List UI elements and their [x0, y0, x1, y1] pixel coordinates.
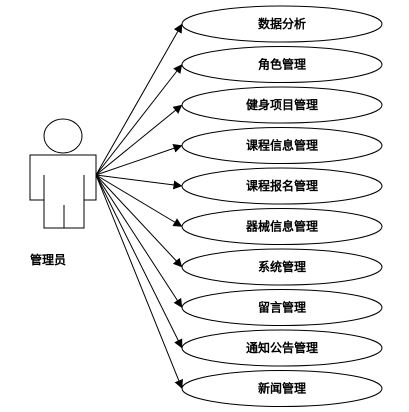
use-case-label: 系统管理 — [258, 259, 306, 274]
use-case: 健身项目管理 — [181, 86, 383, 124]
actor-figure — [29, 118, 97, 229]
association-arrow — [95, 23, 183, 176]
use-case-label: 健身项目管理 — [246, 97, 318, 112]
use-case: 角色管理 — [181, 46, 383, 83]
use-case-ellipse — [181, 370, 383, 407]
association-arrow — [95, 174, 183, 268]
use-case-ellipse — [181, 86, 383, 124]
association-arrow — [95, 174, 183, 190]
use-case-ellipse — [181, 167, 383, 205]
use-case-ellipse — [181, 329, 383, 367]
use-case-ellipse — [181, 289, 383, 326]
use-case: 数据分析 — [181, 5, 383, 43]
association-arrow — [95, 174, 183, 308]
use-case-label: 角色管理 — [258, 57, 306, 72]
use-case: 课程信息管理 — [181, 127, 383, 164]
use-case-ellipse — [181, 5, 383, 43]
association-arrow — [95, 174, 183, 389]
use-case-label: 课程报名管理 — [246, 178, 318, 193]
use-case-ellipse — [181, 127, 383, 164]
actor-body — [29, 154, 97, 229]
use-case: 新闻管理 — [181, 370, 383, 407]
association-arrow — [95, 104, 183, 176]
use-case: 留言管理 — [181, 289, 383, 326]
use-case-label: 通知公告管理 — [246, 340, 318, 355]
use-case-label: 新闻管理 — [258, 381, 306, 396]
actor-head — [43, 118, 83, 154]
use-case-ellipse — [181, 208, 383, 245]
association-arrows — [95, 23, 183, 389]
association-arrow — [95, 174, 183, 227]
use-case: 通知公告管理 — [181, 329, 383, 367]
use-case-label: 留言管理 — [258, 300, 306, 315]
association-arrow — [95, 64, 183, 176]
use-case-label: 器械信息管理 — [245, 219, 318, 234]
use-case: 器械信息管理 — [181, 208, 383, 245]
use-case-label: 数据分析 — [258, 16, 306, 31]
actor-label: 管理员 — [30, 252, 66, 267]
association-arrow — [95, 174, 183, 349]
use-case-ellipse — [181, 46, 383, 83]
use-case: 系统管理 — [181, 248, 383, 286]
use-case: 课程报名管理 — [181, 167, 383, 205]
use-case-ellipse — [181, 248, 383, 286]
association-arrow — [95, 144, 183, 176]
use-cases: 数据分析角色管理健身项目管理课程信息管理课程报名管理器械信息管理系统管理留言管理… — [181, 5, 383, 407]
use-case-label: 课程信息管理 — [246, 138, 318, 153]
